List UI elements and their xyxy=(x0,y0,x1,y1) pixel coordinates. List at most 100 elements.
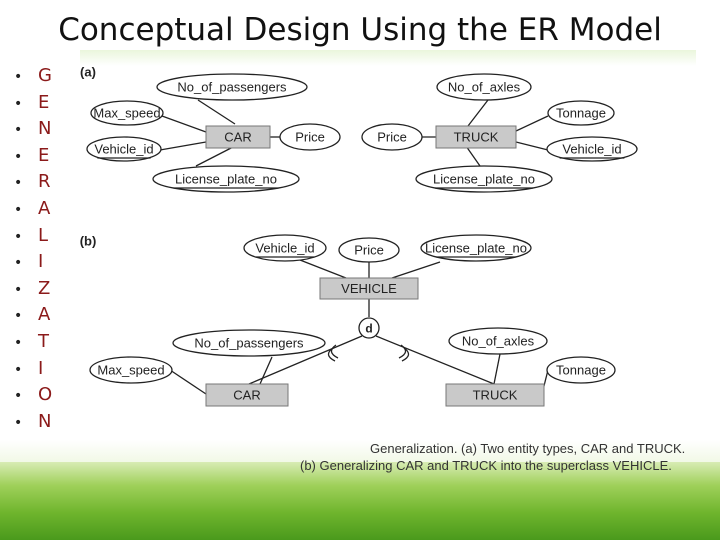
attribute-ellipse xyxy=(547,100,615,126)
letter-item: •G xyxy=(14,63,74,90)
attribute-label: Price xyxy=(377,130,407,145)
entity-label: CAR xyxy=(233,388,260,403)
bullet-dot-icon: • xyxy=(14,148,23,165)
letter-text: A xyxy=(38,197,51,219)
attribute-label: License_plate_no xyxy=(433,172,535,187)
attribute-ellipse xyxy=(420,234,532,262)
attribute-label: No_of_passengers xyxy=(177,80,287,95)
letter-item: •I xyxy=(14,356,74,383)
attribute-ellipse xyxy=(152,165,300,193)
entity-box xyxy=(205,125,271,149)
letter-item: •R xyxy=(14,169,74,196)
bullet-dot-icon: • xyxy=(14,308,23,325)
attribute-ellipse xyxy=(243,234,327,262)
caption-line-2: (b) Generalizing CAR and TRUCK into the … xyxy=(300,458,672,473)
letter-item: •I xyxy=(14,249,74,276)
panel-b-label: (b) xyxy=(80,234,97,249)
entity-label: TRUCK xyxy=(473,388,518,403)
attribute-ellipse xyxy=(279,123,341,151)
attribute-ellipse xyxy=(156,73,308,101)
letter-item: •A xyxy=(14,302,74,329)
letter-text: E xyxy=(38,144,50,166)
letter-text: R xyxy=(38,171,51,193)
entity-box xyxy=(205,383,289,407)
attribute-label: Max_speed xyxy=(93,106,160,121)
attribute-label: Price xyxy=(354,243,384,258)
attribute-label: No_of_passengers xyxy=(194,336,304,351)
entity-box xyxy=(435,125,517,149)
subset-symbols xyxy=(327,344,410,362)
attribute-label: Vehicle_id xyxy=(255,241,314,256)
disjoint-label: d xyxy=(365,322,372,336)
letter-item: •A xyxy=(14,196,74,223)
grass-background xyxy=(0,462,720,540)
letter-item: •N xyxy=(14,116,74,143)
attribute-ellipse xyxy=(546,356,616,384)
figure-caption: Generalization. (a) Two entity types, CA… xyxy=(300,440,700,474)
attribute-ellipse xyxy=(338,237,400,263)
letter-text: E xyxy=(38,91,50,113)
bullet-dot-icon: • xyxy=(14,122,23,139)
attribute-label: Price xyxy=(295,130,325,145)
attribute-ellipse xyxy=(90,100,164,126)
entity-box xyxy=(445,383,545,407)
entity-label: VEHICLE xyxy=(341,281,397,296)
letter-text: I xyxy=(38,357,44,379)
bullet-dot-icon: • xyxy=(14,175,23,192)
attribute-ellipse xyxy=(172,329,326,357)
disjoint-circle xyxy=(358,317,380,339)
generalization-letter-list: •G•E•N•E•R•A•L•I•Z•A•T•I•O•N xyxy=(14,63,74,435)
entity-box xyxy=(319,277,419,300)
background-tint xyxy=(80,50,696,66)
letter-item: •E xyxy=(14,90,74,117)
letter-item: •N xyxy=(14,409,74,436)
letter-item: •T xyxy=(14,329,74,356)
bullet-dot-icon: • xyxy=(14,361,23,378)
diagram-marks: (a)CARNo_of_passengersMax_speedVehicle_i… xyxy=(80,65,638,407)
attribute-label: License_plate_no xyxy=(425,241,527,256)
attribute-label: Vehicle_id xyxy=(94,142,153,157)
attribute-ellipse xyxy=(361,123,423,151)
bullet-dot-icon: • xyxy=(14,201,23,218)
caption-line-1: Generalization. (a) Two entity types, CA… xyxy=(370,441,686,456)
bullet-dot-icon: • xyxy=(14,414,23,431)
letter-item: •O xyxy=(14,382,74,409)
attribute-ellipse xyxy=(546,136,638,162)
letter-text: I xyxy=(38,251,44,273)
attribute-ellipse xyxy=(415,165,553,193)
attribute-label: No_of_axles xyxy=(448,80,521,95)
attribute-label: Tonnage xyxy=(556,106,606,121)
letter-text: Z xyxy=(38,277,51,299)
letter-text: T xyxy=(38,330,49,352)
letter-text: N xyxy=(38,410,52,432)
entity-label: CAR xyxy=(224,130,251,145)
attribute-ellipse xyxy=(86,136,162,162)
letter-text: A xyxy=(38,304,51,326)
bullet-dot-icon: • xyxy=(14,388,23,405)
bullet-dot-icon: • xyxy=(14,228,23,245)
letter-text: O xyxy=(38,384,53,406)
attribute-label: Max_speed xyxy=(97,363,164,378)
attribute-label: License_plate_no xyxy=(175,172,277,187)
attribute-label: Tonnage xyxy=(556,363,606,378)
bullet-dot-icon: • xyxy=(14,255,23,272)
bullet-dot-icon: • xyxy=(14,334,23,351)
entity-label: TRUCK xyxy=(454,130,499,145)
letter-item: •Z xyxy=(14,276,74,303)
bullet-dot-icon: • xyxy=(14,95,23,112)
bullet-dot-icon: • xyxy=(14,69,23,85)
letter-item: •L xyxy=(14,223,74,250)
letter-text: G xyxy=(38,65,52,86)
letter-text: L xyxy=(38,224,49,246)
letter-item: •E xyxy=(14,143,74,170)
attribute-label: Vehicle_id xyxy=(562,142,621,157)
attribute-ellipse xyxy=(436,73,532,101)
panel-a-label: (a) xyxy=(80,65,96,80)
bullet-dot-icon: • xyxy=(14,281,23,298)
letter-text: N xyxy=(38,118,52,140)
attribute-ellipse xyxy=(448,327,548,355)
attribute-ellipse xyxy=(89,356,173,384)
slide-title: Conceptual Design Using the ER Model xyxy=(58,12,662,48)
attribute-label: No_of_axles xyxy=(462,334,535,349)
